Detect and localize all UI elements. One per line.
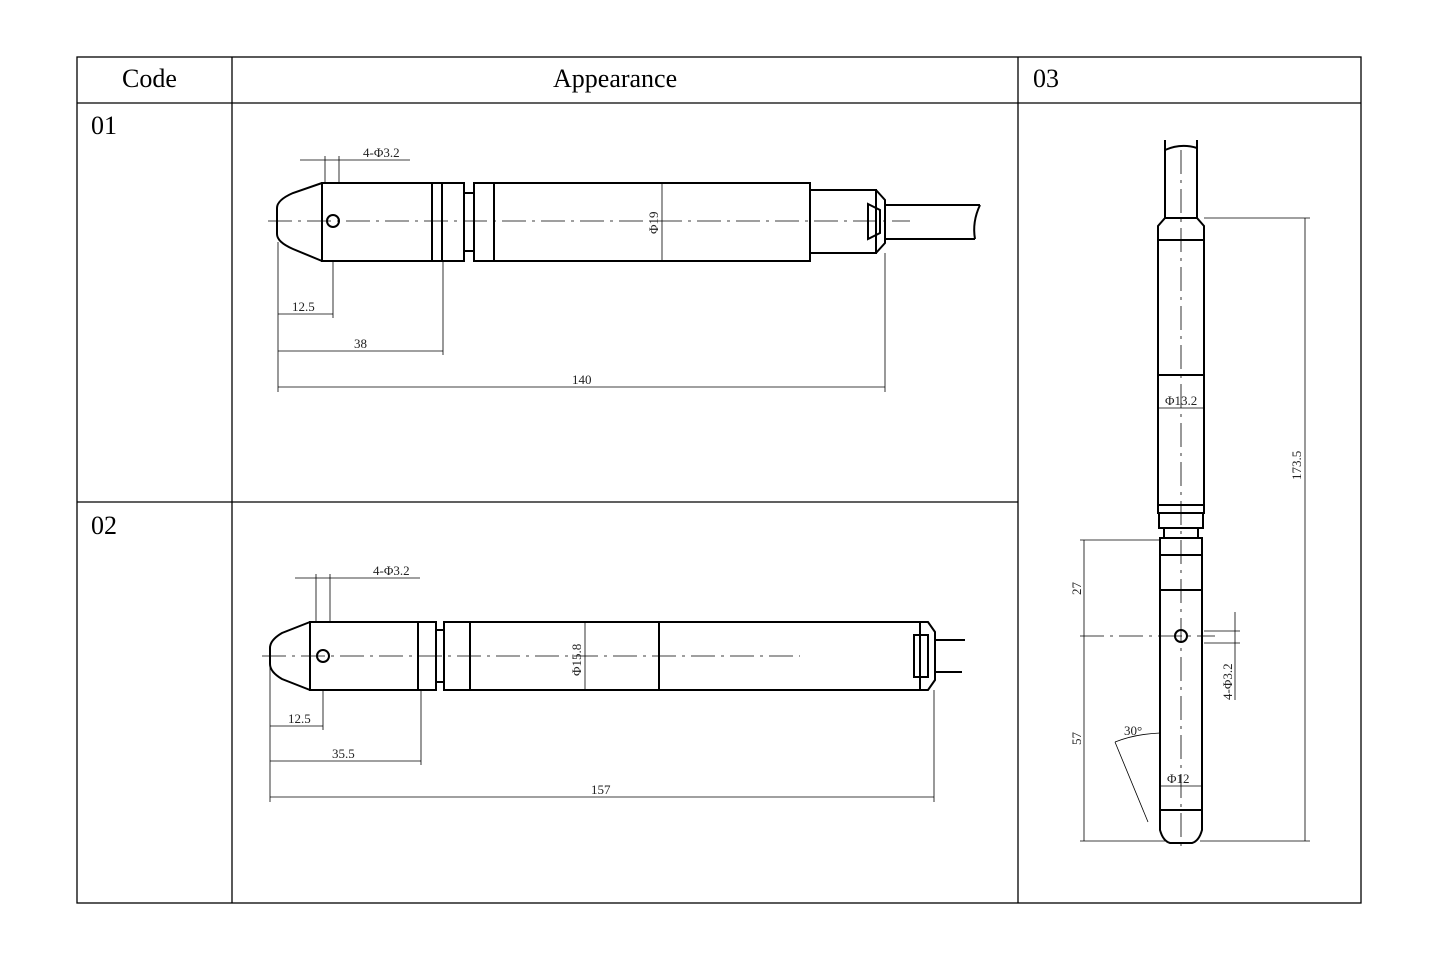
- row-code-02: 02: [91, 511, 117, 540]
- diameter-dim-label: Φ13.2: [1165, 393, 1197, 408]
- dim-label: 35.5: [332, 746, 355, 761]
- header-code: Code: [122, 64, 177, 93]
- diameter-dim-label: Φ12: [1167, 771, 1190, 786]
- hole-dim-label: 4-Φ3.2: [363, 145, 400, 160]
- table-grid: [76, 56, 1362, 904]
- dim-label: 12.5: [288, 711, 311, 726]
- hole-dim-label: 4-Φ3.2: [1220, 663, 1235, 700]
- angle-dim-label: 30°: [1124, 723, 1142, 738]
- row-code-01: 01: [91, 111, 117, 140]
- drawing-03: Φ13.2 173.5 27 57 4-Φ3.2 30° Φ12: [1069, 140, 1310, 850]
- dim-label: 157: [591, 782, 611, 797]
- hole-dim-label: 4-Φ3.2: [373, 563, 410, 578]
- drawing-01: 4-Φ3.2 Φ19 12.5 38 140: [268, 145, 981, 392]
- header-code-03: 03: [1033, 64, 1059, 93]
- dim-label: 38: [354, 336, 367, 351]
- dim-label: 57: [1069, 732, 1084, 746]
- dim-label: 12.5: [292, 299, 315, 314]
- header-appearance: Appearance: [553, 64, 678, 93]
- length-dim-label: 173.5: [1289, 451, 1304, 480]
- dim-label: 140: [572, 372, 592, 387]
- diameter-dim-label: Φ19: [646, 211, 661, 234]
- drawing-02: 4-Φ3.2 Φ15.8 12.5 35.5 157: [262, 563, 965, 802]
- dim-label: 27: [1069, 582, 1084, 596]
- diameter-dim-label: Φ15.8: [569, 644, 584, 676]
